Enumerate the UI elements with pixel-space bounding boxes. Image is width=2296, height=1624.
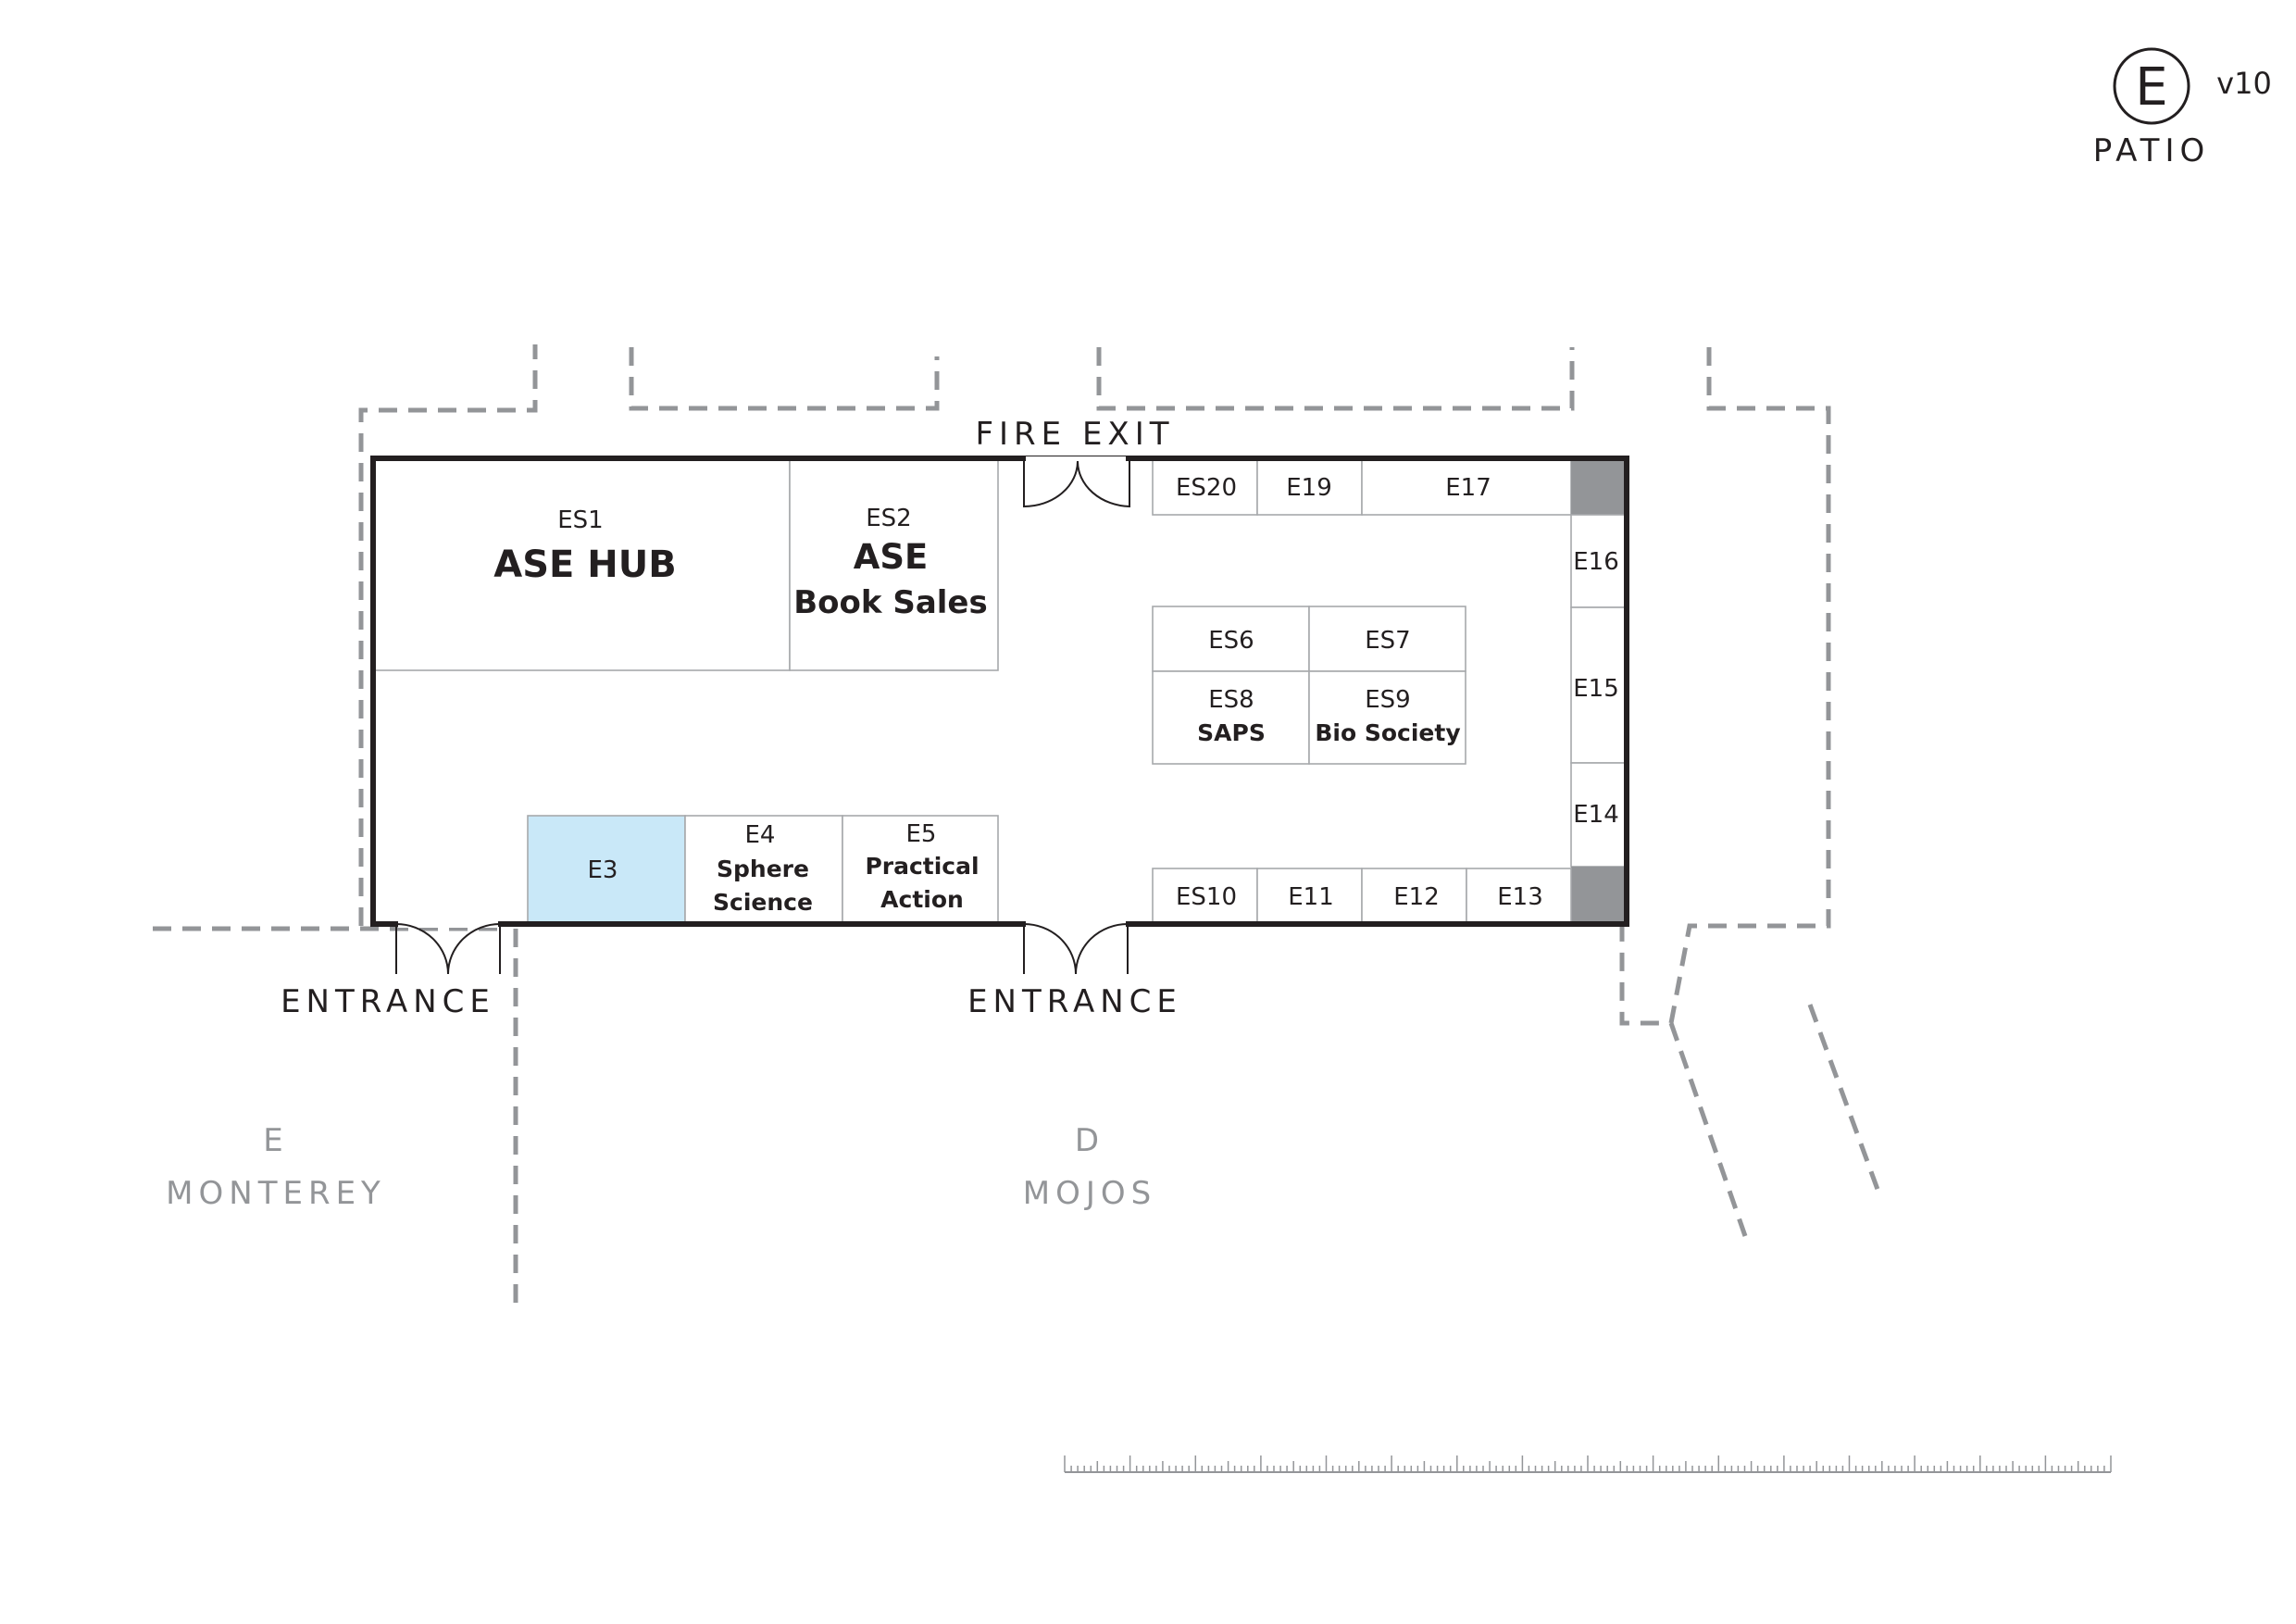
booth-es1: [372, 459, 791, 671]
left-entrance-door-left-leaf: [395, 922, 449, 975]
stall-id-e14: E14: [1573, 801, 1619, 829]
booth-grid: [372, 459, 1626, 925]
dashed-walkways: [153, 344, 1882, 1305]
walkway-right: [1619, 347, 1831, 1026]
walkway-top-left: [358, 344, 538, 926]
zone-letter: E: [2135, 57, 2167, 118]
stall-name-es9: Bio Society: [1315, 719, 1460, 746]
stall-id-e12: E12: [1393, 883, 1440, 911]
zone-badge-circle: [2113, 47, 2190, 125]
stall-id-es9: ES9: [1365, 686, 1410, 714]
booth-e4: [684, 815, 843, 925]
center-entrance-door-left-leaf: [1023, 922, 1077, 975]
stall-id-e19: E19: [1286, 474, 1332, 502]
booth-e12: [1361, 868, 1467, 925]
stall-name-e4-line1: Sphere: [717, 856, 809, 882]
stall-id-e5: E5: [906, 820, 937, 848]
booth-e14: [1570, 762, 1626, 868]
stall-name-e5-line2: Action: [880, 886, 964, 913]
entrance-left-label: ENTRANCE: [281, 983, 495, 1020]
stall-name-es8: SAPS: [1197, 719, 1266, 746]
stall-id-e4: E4: [745, 821, 776, 849]
booth-es7: [1308, 606, 1466, 672]
stall-name-e5-line1: Practical: [865, 853, 979, 880]
stall-name-es2-line1: ASE: [854, 537, 929, 577]
booth-e13: [1466, 868, 1572, 925]
booth-es2: [789, 459, 999, 671]
stall-id-e13: E13: [1497, 883, 1543, 911]
booth-es10: [1152, 868, 1258, 925]
stall-name-es1: ASE HUB: [493, 543, 676, 586]
fire-exit-door-right-leaf: [1077, 460, 1130, 508]
scale-bar: [1064, 1455, 2112, 1473]
walkway-right-diagonal-b: [1807, 1004, 1882, 1195]
booth-e11: [1256, 868, 1363, 925]
pillar-bottom-right: [1571, 867, 1625, 924]
stall-id-es10: ES10: [1176, 883, 1237, 911]
stall-id-es2: ES2: [866, 505, 911, 532]
stall-id-e16: E16: [1573, 548, 1619, 576]
stall-id-e11: E11: [1288, 883, 1334, 911]
area-left-name: MONTEREY: [166, 1175, 386, 1212]
left-entrance-door-right-leaf: [447, 922, 501, 975]
booth-es9: [1308, 670, 1466, 765]
center-entrance-door-right-leaf: [1075, 922, 1129, 975]
area-left-letter: E: [263, 1122, 288, 1159]
walkway-top-center-right: [1096, 347, 1575, 411]
hall-outline: [370, 456, 1629, 927]
version-label: v10: [2216, 66, 2272, 101]
stall-id-es20: ES20: [1176, 474, 1237, 502]
booth-e16: [1570, 514, 1626, 608]
booth-e5: [842, 815, 999, 925]
stall-id-es8: ES8: [1208, 686, 1254, 714]
booth-e17: [1361, 459, 1572, 516]
fire-exit-door-left-leaf: [1023, 460, 1079, 508]
stall-id-e17: E17: [1445, 474, 1491, 502]
walkway-right-diagonal-a: [1668, 1022, 1748, 1237]
booth-es8: [1152, 670, 1310, 765]
area-center-letter: D: [1075, 1122, 1104, 1159]
fire-exit-label: FIRE EXIT: [975, 416, 1174, 453]
pillar-top-right: [1571, 460, 1625, 515]
stall-id-e15: E15: [1573, 675, 1619, 703]
booth-e3: [527, 815, 686, 925]
zone-badge: E PATIO v10: [2093, 47, 2272, 169]
stall-id-e3: E3: [588, 856, 618, 884]
stall-id-es7: ES7: [1365, 627, 1410, 655]
booth-es20: [1152, 459, 1258, 516]
left-entrance-door: [395, 920, 501, 975]
center-entrance-door: [1023, 920, 1129, 975]
stall-id-es6: ES6: [1208, 627, 1254, 655]
zone-name: PATIO: [2093, 132, 2211, 169]
stall-id-es1: ES1: [557, 506, 603, 534]
walkway-top-center-left: [629, 347, 940, 411]
fire-exit-door: [1023, 456, 1130, 508]
entrance-center-label: ENTRANCE: [967, 983, 1182, 1020]
stall-name-es2-line2: Book Sales: [793, 584, 987, 621]
area-center-name: MOJOS: [1023, 1175, 1156, 1212]
stall-name-e4-line2: Science: [713, 889, 813, 916]
